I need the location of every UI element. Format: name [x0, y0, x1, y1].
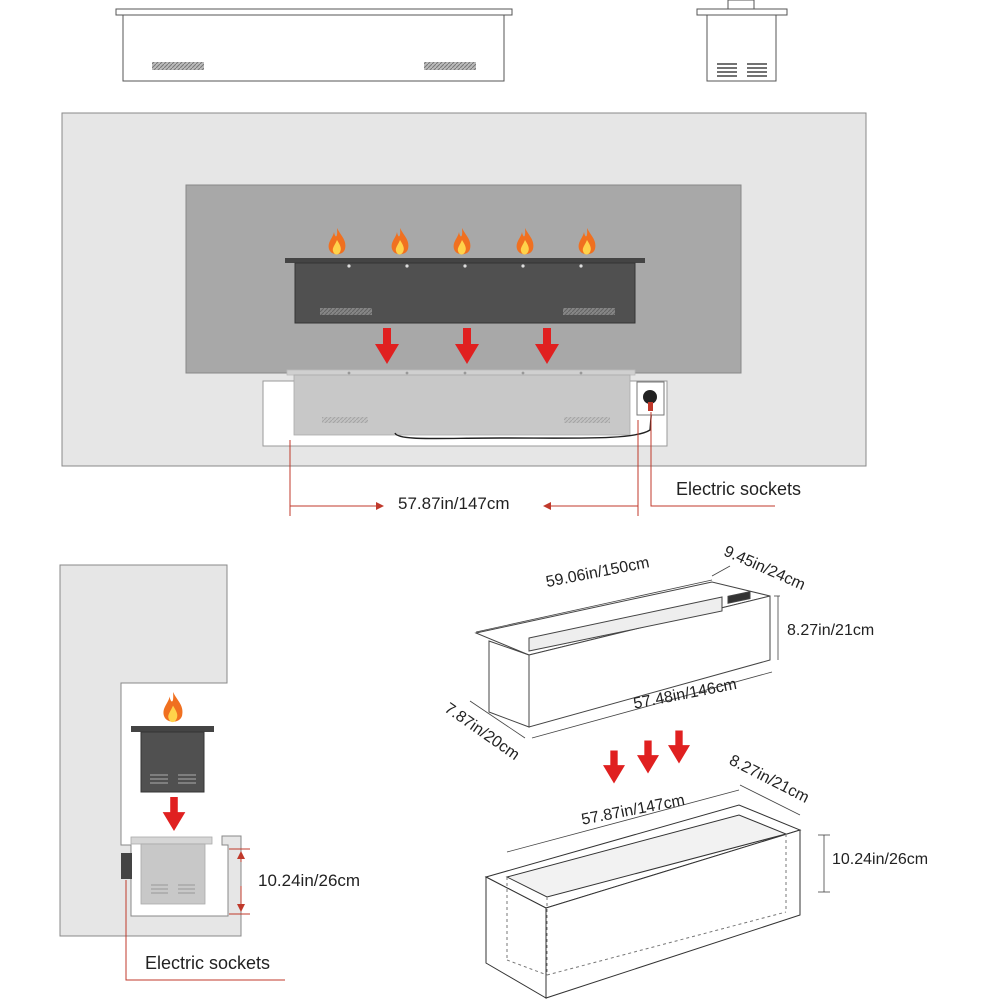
front-width-dimension: [289, 412, 775, 516]
box-dimensions: [506, 784, 830, 893]
insert-box-isometric: [484, 804, 802, 999]
sockets-bottom-label: Electric sockets: [145, 953, 271, 973]
insert-box-front: [286, 369, 653, 440]
burner-front-view: [115, 8, 513, 82]
burner-side-section: [131, 692, 214, 831]
burner-side-view: [696, 0, 788, 82]
insert-box-side-section: [121, 836, 213, 905]
side-height-dimension: [125, 848, 285, 981]
burner-height-label: 8.27in/21cm: [787, 622, 875, 639]
socket-icon: [636, 381, 665, 416]
burner-isometric: [474, 581, 771, 728]
front-width-label: 57.87in/147cm: [398, 494, 510, 513]
side-height-label: 10.24in/26cm: [258, 871, 361, 890]
burner-in-opening: [285, 258, 645, 324]
down-arrow-icon: [603, 730, 690, 784]
box-height-label: 10.24in/26cm: [832, 851, 929, 868]
burner-dimensions: [469, 565, 780, 739]
sockets-top-label: Electric sockets: [676, 479, 802, 499]
